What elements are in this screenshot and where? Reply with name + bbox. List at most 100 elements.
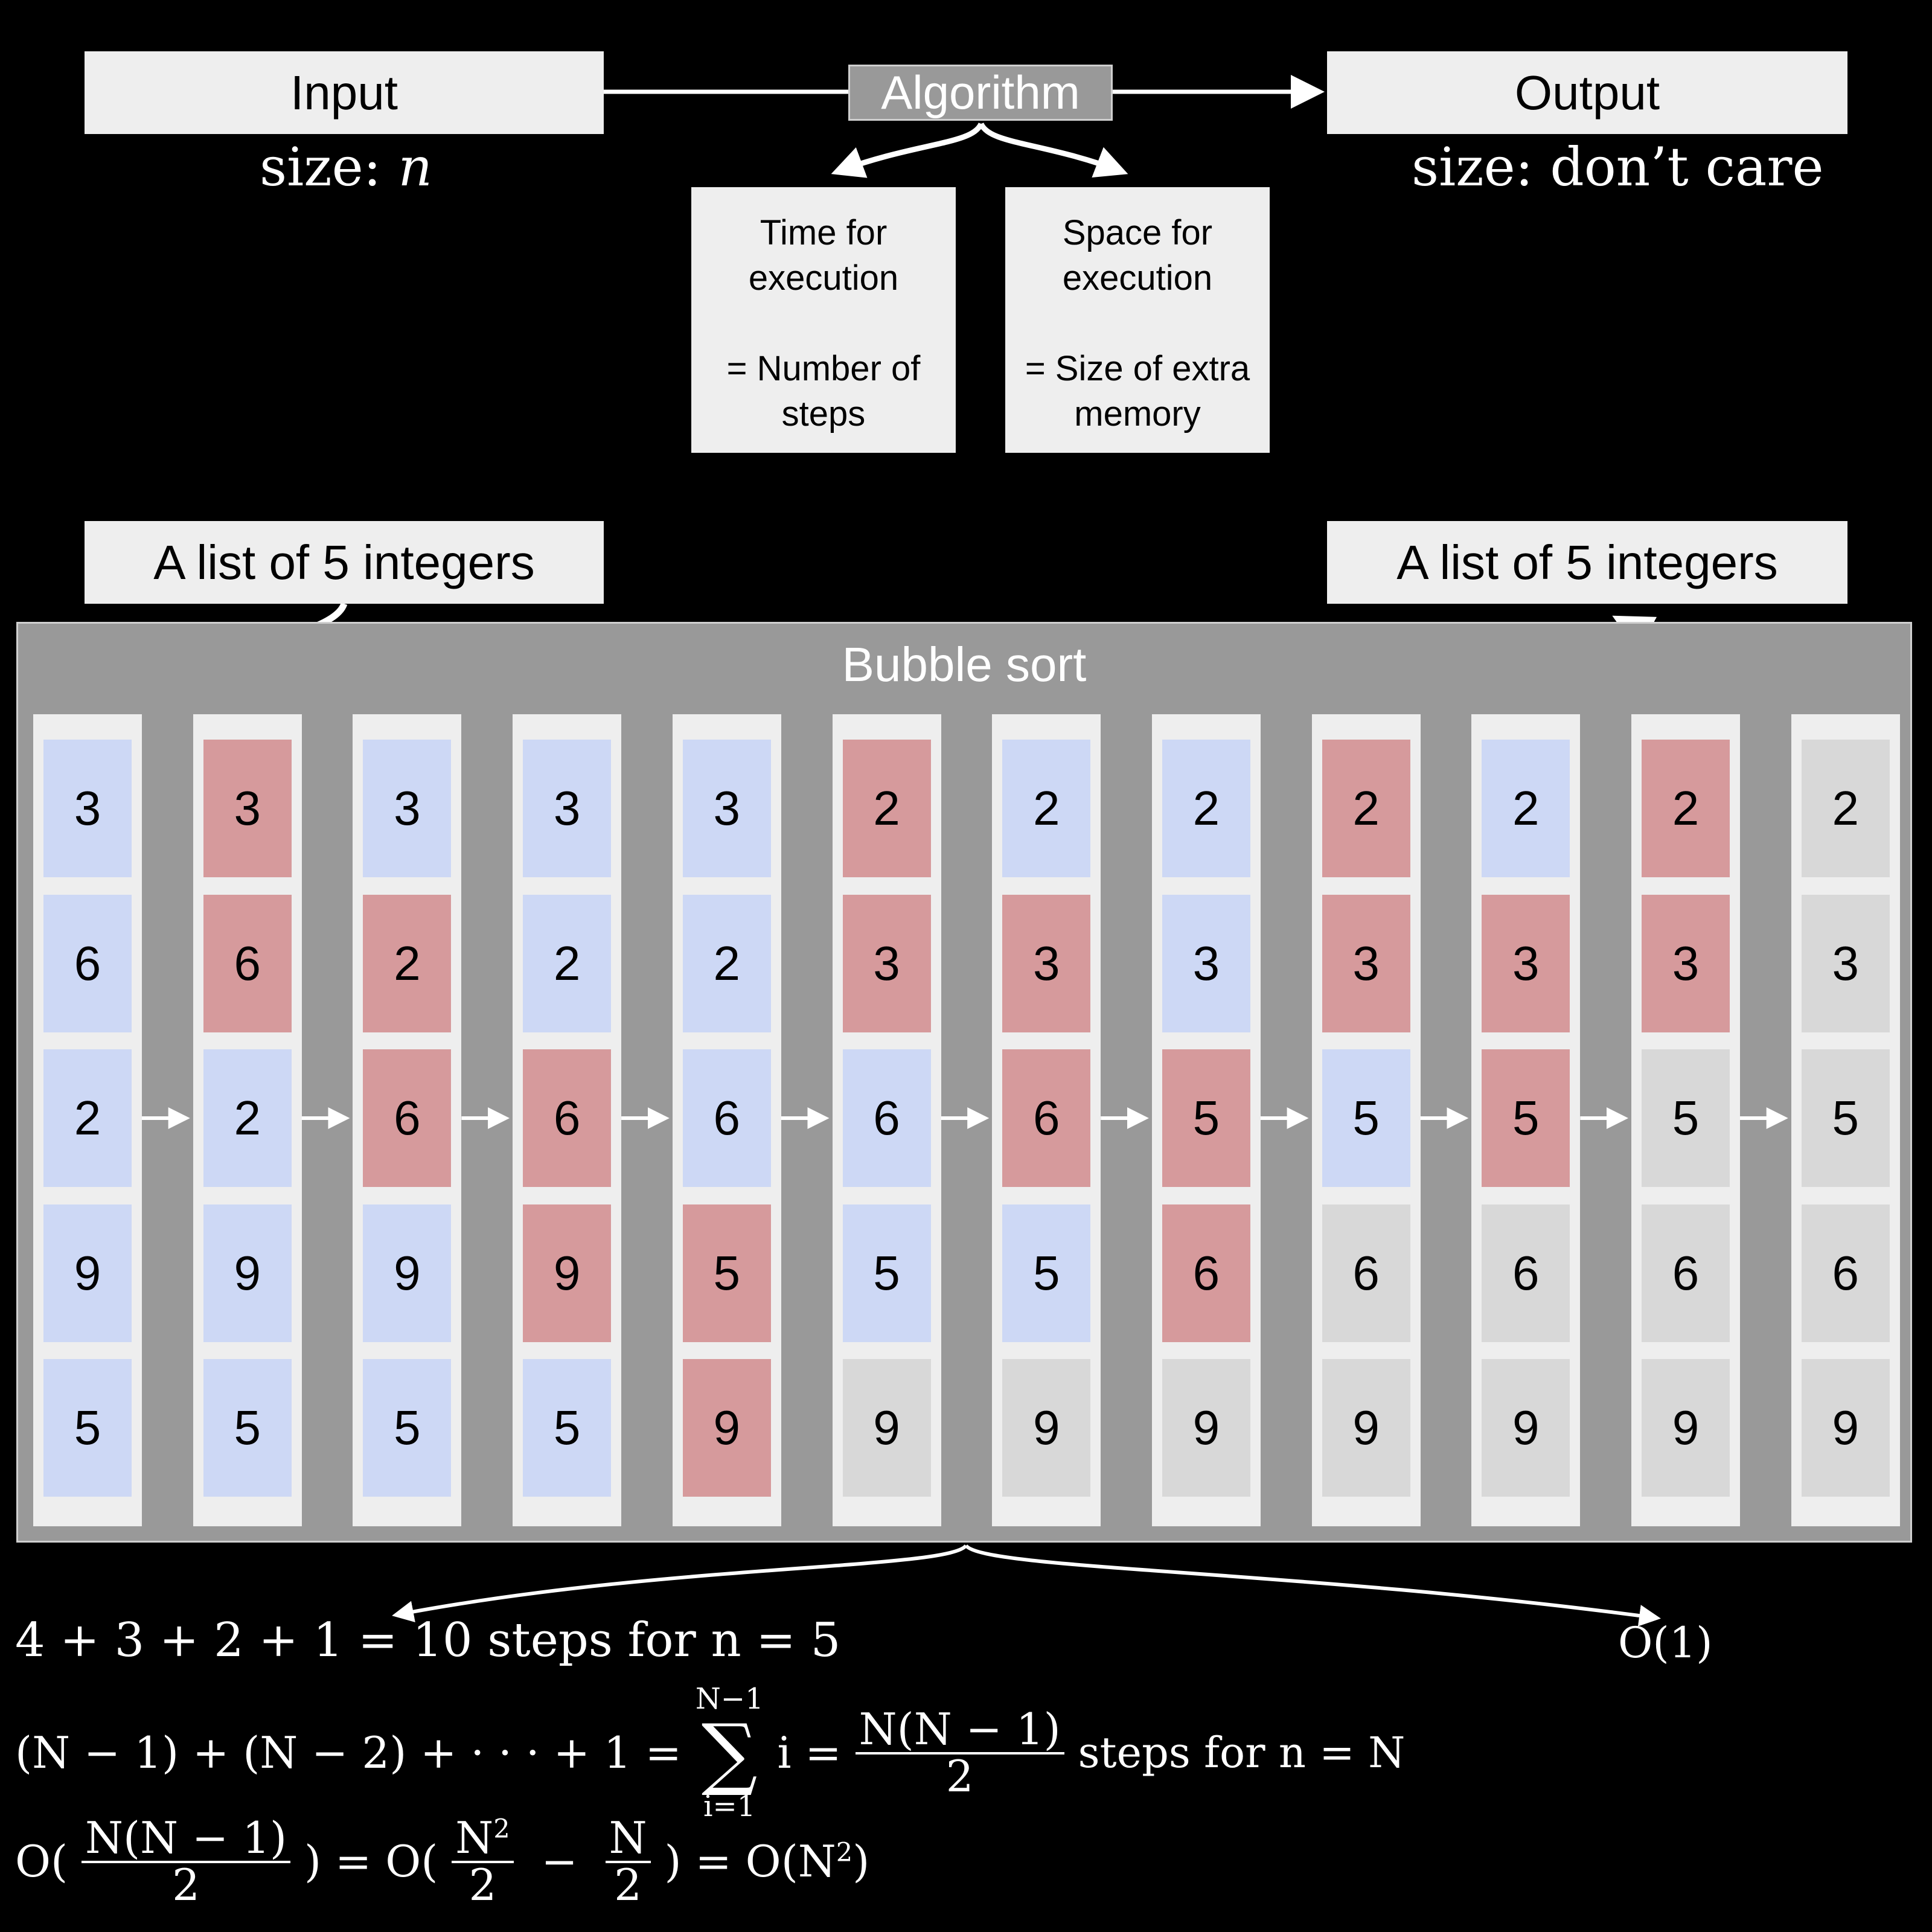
sort-cell: 6 xyxy=(842,1049,931,1187)
bigo-num3: N xyxy=(605,1816,651,1863)
input-list-box: A list of 5 integers xyxy=(85,521,604,604)
output-list-label: A list of 5 integers xyxy=(1396,535,1778,589)
sum-term: i = xyxy=(777,1727,842,1778)
input-list-label: A list of 5 integers xyxy=(153,535,535,589)
sort-cell: 3 xyxy=(1322,894,1410,1032)
sort-cell: 6 xyxy=(43,894,132,1032)
sort-cell: 5 xyxy=(203,1359,292,1497)
sort-to-space-complexity-arrow xyxy=(964,1544,1661,1627)
sort-cell: 6 xyxy=(1801,1204,1890,1342)
sort-cell: 3 xyxy=(203,740,292,877)
sort-cell: 5 xyxy=(523,1359,612,1497)
step-arrows xyxy=(142,1107,1788,1129)
bigo-num2: N xyxy=(455,1812,494,1863)
bigo-a: O( xyxy=(15,1836,68,1887)
sort-cell: 3 xyxy=(1642,894,1730,1032)
time-line4: steps xyxy=(781,394,866,433)
sort-cell: 6 xyxy=(1002,1049,1091,1187)
steps-fraction: N(N − 1) 2 xyxy=(855,1707,1064,1802)
space-complexity: O(1) xyxy=(1618,1618,1713,1668)
bubble-sort-title: Bubble sort xyxy=(842,638,1087,691)
sort-cell: 5 xyxy=(1322,1049,1410,1187)
sort-cell: 5 xyxy=(1162,1049,1250,1187)
bigo-sup-final: 2 xyxy=(836,1838,853,1868)
sort-cell: 3 xyxy=(1002,894,1091,1032)
sort-cell: 2 xyxy=(43,1049,132,1187)
steps-n-right: steps for n = N xyxy=(1078,1728,1406,1777)
sort-cell: 9 xyxy=(1002,1359,1091,1497)
algorithm-box: Algorithm xyxy=(848,65,1113,121)
sort-cell: 3 xyxy=(842,894,931,1032)
sort-cell: 3 xyxy=(523,740,612,877)
steps-for-n: (N − 1) + (N − 2) + · · · + 1 = N−1 ∑ i=… xyxy=(15,1684,1405,1821)
space-line2: execution xyxy=(1062,258,1213,298)
bigo-den3: 2 xyxy=(614,1860,642,1910)
space-line3: = Size of extra xyxy=(1025,349,1250,388)
sort-cell: 9 xyxy=(1801,1359,1890,1497)
sort-cell: 2 xyxy=(1322,740,1410,877)
input-size: size: n xyxy=(260,136,432,198)
time-box: Time for execution = Number of steps xyxy=(691,187,956,453)
sort-cell: 6 xyxy=(203,894,292,1032)
sort-cell: 2 xyxy=(1002,740,1091,877)
steps-for-five: 4 + 3 + 2 + 1 = 10 steps for n = 5 xyxy=(15,1613,841,1668)
sort-cell: 6 xyxy=(1642,1204,1730,1342)
sum-sign-icon: ∑ xyxy=(701,1707,758,1799)
sort-cell: 5 xyxy=(1801,1049,1890,1187)
sort-cell: 9 xyxy=(523,1204,612,1342)
sort-cell: 9 xyxy=(842,1359,931,1497)
sort-cell: 6 xyxy=(1322,1204,1410,1342)
sort-cell: 6 xyxy=(523,1049,612,1187)
algorithm-to-time-arrow xyxy=(831,122,984,178)
sort-cell: 3 xyxy=(1801,894,1890,1032)
space-box: Space for execution = Size of extra memo… xyxy=(1005,187,1270,453)
algorithm-to-space-arrow xyxy=(978,122,1128,178)
sort-to-time-complexity-arrow xyxy=(392,1544,968,1623)
frac-den: 2 xyxy=(945,1751,974,1802)
bigo-b: ) = O( xyxy=(304,1836,438,1887)
bigo-d: ) xyxy=(852,1836,870,1887)
output-box: Output xyxy=(1327,51,1847,134)
sort-cell: 2 xyxy=(842,740,931,877)
sort-cell: 9 xyxy=(1642,1359,1730,1497)
input-label: Input xyxy=(290,65,398,120)
sort-cell: 5 xyxy=(1482,1049,1570,1187)
sort-cell: 2 xyxy=(682,894,771,1032)
sum-top: N−1 xyxy=(695,1682,764,1716)
sort-cell: 2 xyxy=(523,894,612,1032)
time-line2: execution xyxy=(748,258,899,298)
sum-bottom: i=1 xyxy=(703,1790,756,1823)
sort-cell: 2 xyxy=(203,1049,292,1187)
algorithm-label: Algorithm xyxy=(881,66,1080,119)
sort-cell: 9 xyxy=(682,1359,771,1497)
sort-cell: 5 xyxy=(682,1204,771,1342)
output-size: size: don’t care xyxy=(1412,136,1824,198)
input-size-var: n xyxy=(398,136,433,198)
sort-cell: 3 xyxy=(363,740,452,877)
sort-cell: 3 xyxy=(43,740,132,877)
sort-cell: 2 xyxy=(1642,740,1730,877)
sort-cell: 2 xyxy=(363,894,452,1032)
sort-cell: 6 xyxy=(1162,1204,1250,1342)
summation: N−1 ∑ i=1 xyxy=(696,1684,764,1821)
bigo-frac2: N2 2 xyxy=(452,1816,514,1907)
sort-cell: 5 xyxy=(363,1359,452,1497)
input-size-prefix: size: xyxy=(260,136,382,198)
sort-cell: 3 xyxy=(682,740,771,877)
bigo-num2-wrap: N2 xyxy=(452,1816,514,1863)
output-label: Output xyxy=(1514,65,1660,120)
frac-num: N(N − 1) xyxy=(855,1707,1064,1754)
bigo-den1: 2 xyxy=(172,1860,200,1910)
sort-cell: 5 xyxy=(43,1359,132,1497)
